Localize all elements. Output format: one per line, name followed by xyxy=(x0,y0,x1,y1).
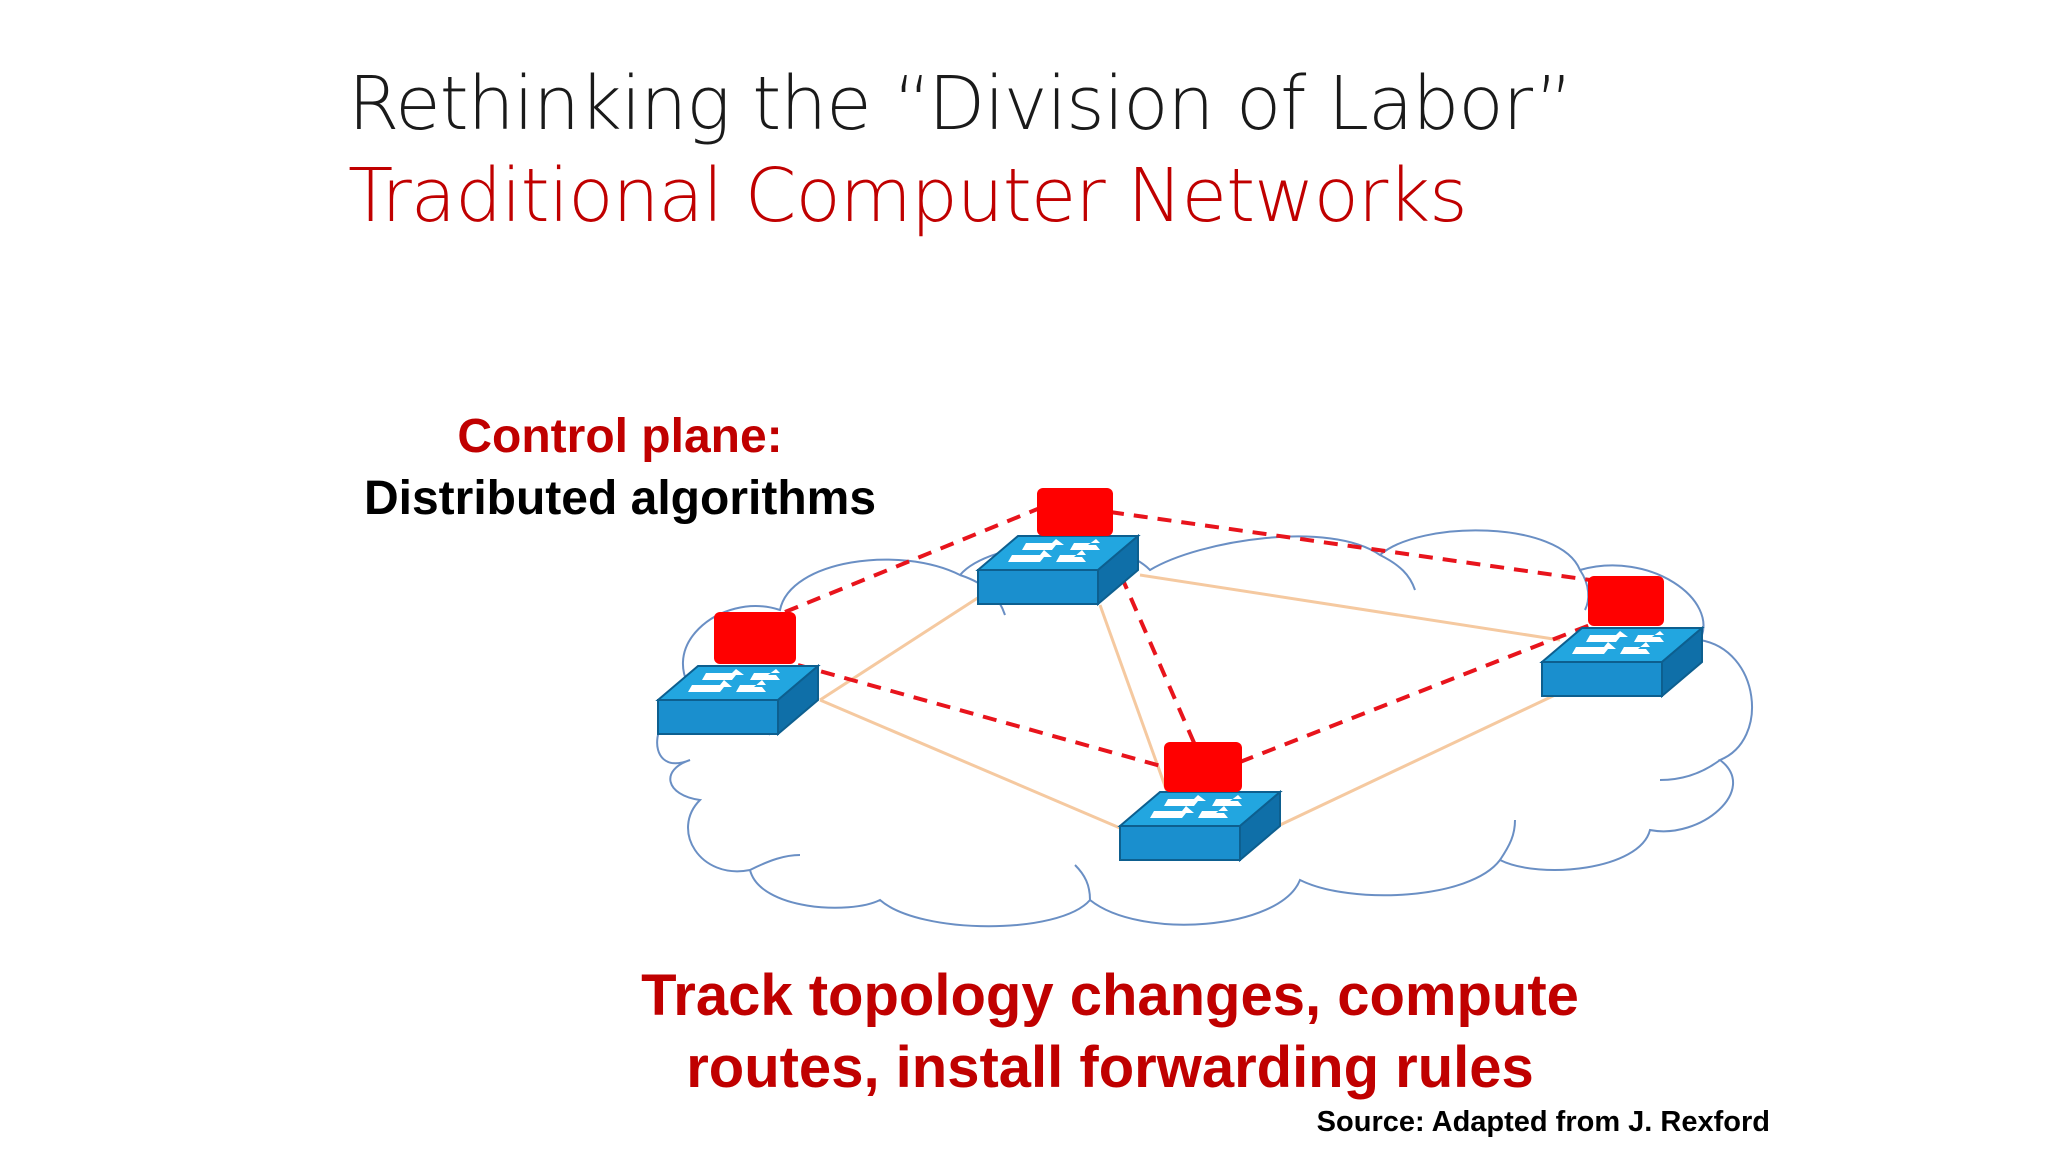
control-plane-description: Distributed algorithms xyxy=(363,472,877,525)
control-link-left-top xyxy=(784,506,1041,614)
slide-title: Rethinking the “Division of Labor” xyxy=(348,61,1574,147)
data-link-top-right xyxy=(1139,573,1561,642)
slide-subtitle: Traditional Computer Networks xyxy=(348,153,1468,239)
control-link-bottom-right xyxy=(1239,623,1591,764)
control-plane-label: Control plane: xyxy=(457,410,783,463)
control-link-top-right xyxy=(1109,510,1591,582)
controller-left xyxy=(714,612,796,664)
caption-line-1: Track topology changes, compute xyxy=(641,963,1579,1028)
controller-top xyxy=(1037,488,1113,536)
control-link-top-bottom xyxy=(1100,531,1197,746)
caption: Track topology changes, compute routes, … xyxy=(560,960,1660,1104)
data-link-bottom-right xyxy=(1279,693,1556,827)
caption-line-2: routes, install forwarding rules xyxy=(686,1035,1534,1100)
control-link-left-bottom xyxy=(797,663,1169,770)
controller-right xyxy=(1588,576,1664,626)
controller-bottom xyxy=(1164,742,1242,792)
data-link-top-bottom xyxy=(1098,604,1172,801)
data-link-left-bottom xyxy=(819,698,1121,830)
source-citation: Source: Adapted from J. Rexford xyxy=(1316,1106,1770,1138)
data-link-left-top xyxy=(819,588,991,702)
